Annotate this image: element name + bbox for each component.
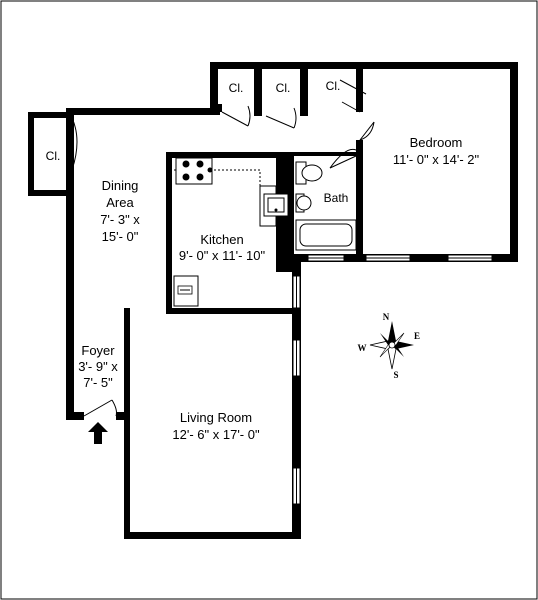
dining-dim-1: 7'- 3" x (100, 212, 140, 227)
room-labels: Cl. Cl. Cl. Cl. Dining Area 7'- 3" x 15'… (46, 79, 480, 442)
bathtub-icon (295, 219, 357, 251)
bedroom-dim: 11'- 0" x 14'- 2" (393, 152, 480, 167)
dining-name: Dining (102, 178, 139, 193)
compass-e: E (414, 331, 420, 341)
dining-name-2: Area (106, 195, 134, 210)
bath-name: Bath (324, 191, 349, 205)
compass-n: N (383, 312, 390, 322)
compass-icon: N S W E (358, 312, 421, 380)
bedroom-name: Bedroom (410, 135, 463, 150)
closet-label-left: Cl. (46, 149, 61, 163)
stove-icon (175, 157, 213, 185)
exterior-walls (28, 62, 518, 539)
bath-sink-icon (295, 161, 323, 185)
foyer-dim-2: 7'- 5" (83, 375, 113, 390)
living-name: Living Room (180, 410, 252, 425)
interior-walls (166, 152, 356, 314)
compass-s: S (393, 370, 398, 380)
doors (71, 79, 375, 417)
kitchen-fixtures (173, 157, 289, 307)
foyer-name: Foyer (81, 343, 115, 358)
closet-label-3: Cl. (326, 79, 341, 93)
closet-label-1: Cl. (229, 81, 244, 95)
entry-arrow-icon (88, 422, 108, 444)
closet-label-2: Cl. (276, 81, 291, 95)
bath-fixtures (295, 161, 357, 251)
kitchen-dim: 9'- 0" x 11'- 10" (179, 248, 266, 263)
foyer-dim-1: 3'- 9" x (78, 359, 118, 374)
sink-icon (263, 193, 289, 217)
toilet-icon (295, 193, 312, 213)
refrigerator-icon (173, 275, 199, 307)
kitchen-name: Kitchen (200, 232, 243, 247)
compass-w: W (358, 343, 367, 353)
windows (292, 254, 493, 505)
living-dim: 12'- 6" x 17'- 0" (172, 427, 260, 442)
dining-dim-2: 15'- 0" (102, 229, 139, 244)
